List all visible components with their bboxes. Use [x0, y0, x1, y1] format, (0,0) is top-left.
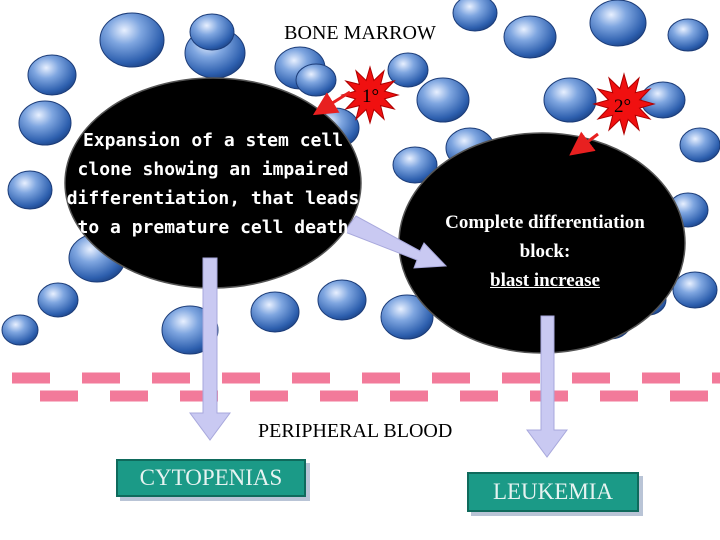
- blood-cell-icon: [250, 291, 300, 333]
- left-oval-line: differentiation, that leads: [66, 188, 360, 209]
- blood-cell-icon: [37, 282, 79, 318]
- right-oval-text: Complete differentiation block: blast in…: [405, 208, 685, 295]
- blood-cell-icon: [317, 279, 367, 321]
- blood-cell-icon: [667, 18, 709, 52]
- right-down-arrow: [526, 315, 568, 458]
- blood-cell-icon: [416, 77, 470, 123]
- primary-pointer-arrow: [312, 90, 351, 116]
- blood-cell-icon: [380, 294, 434, 340]
- cytopenias-box: CYTOPENIAS: [116, 459, 306, 497]
- blood-cell-icon: [295, 63, 337, 97]
- left-oval-text: Expansion of a stem cell clone showing a…: [66, 126, 360, 242]
- starburst-icon: [340, 65, 400, 125]
- left-oval-line: Expansion of a stem cell: [82, 130, 344, 151]
- blood-cell-icon: [1, 314, 39, 346]
- bone-marrow-label: BONE MARROW: [284, 22, 436, 44]
- blood-cell-icon: [18, 100, 72, 146]
- diagonal-transition-arrow: [344, 215, 448, 269]
- starburst-icon: [592, 72, 656, 136]
- blood-cell-icon: [27, 54, 77, 96]
- flow-arrows: [189, 215, 568, 458]
- right-oval-line: Complete differentiation: [445, 212, 645, 233]
- blood-cell-icon: [589, 0, 647, 47]
- blood-cell-icon: [99, 12, 165, 68]
- blood-cell-icon: [640, 81, 686, 119]
- leukemia-box: LEUKEMIA: [467, 472, 639, 512]
- right-oval-line: blast increase: [490, 270, 600, 291]
- leukemia-label: LEUKEMIA: [492, 479, 614, 504]
- blood-cell-icon: [387, 52, 429, 88]
- peripheral-blood-label: PERIPHERAL BLOOD: [258, 420, 453, 442]
- blood-cell-icon: [503, 15, 557, 59]
- blood-cell-icon: [543, 77, 597, 123]
- right-oval-line: block:: [519, 241, 571, 262]
- left-oval-line: clone showing an impaired: [77, 159, 349, 180]
- blood-cell-icon: [672, 271, 718, 309]
- blood-boundary-dashes: [12, 372, 720, 402]
- blood-cell-icon: [189, 13, 235, 51]
- left-oval-line: to a premature cell death: [77, 217, 349, 238]
- blood-cell-icon: [679, 127, 720, 163]
- left-down-arrow: [189, 257, 231, 441]
- secondary-burst-label: 2°: [614, 96, 632, 117]
- blood-cell-icon: [7, 170, 53, 210]
- blood-cell-icon: [452, 0, 498, 32]
- primary-burst-label: 1°: [362, 86, 380, 107]
- secondary-pointer-arrow: [569, 131, 599, 156]
- blood-cell-icon: [392, 146, 438, 184]
- cytopenias-label: CYTOPENIAS: [139, 465, 283, 490]
